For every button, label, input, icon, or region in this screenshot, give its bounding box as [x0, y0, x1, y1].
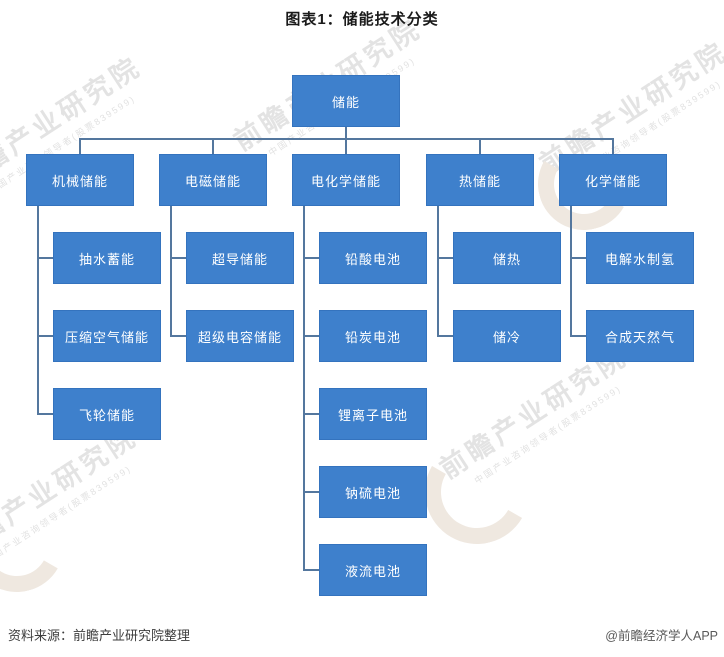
- connector-line: [345, 138, 347, 154]
- leaf-node: 铅酸电池: [319, 232, 427, 284]
- connector-line: [345, 127, 347, 138]
- branch-node: 电磁储能: [159, 154, 267, 206]
- leaf-node: 液流电池: [319, 544, 427, 596]
- connector-line: [37, 257, 53, 259]
- connector-line: [303, 413, 319, 415]
- leaf-node: 超导储能: [186, 232, 294, 284]
- connector-line: [37, 206, 39, 414]
- connector-line: [170, 257, 186, 259]
- connector-line: [612, 138, 614, 154]
- connector-line: [570, 257, 586, 259]
- figure-title: 图表1：储能技术分类: [285, 11, 439, 28]
- connector-line: [212, 138, 214, 154]
- leaf-node: 储冷: [453, 310, 561, 362]
- connector-line: [437, 257, 453, 259]
- leaf-node: 合成天然气: [586, 310, 694, 362]
- leaf-node: 抽水蓄能: [53, 232, 161, 284]
- connector-line: [437, 206, 439, 336]
- connector-line: [437, 335, 453, 337]
- connector-line: [303, 569, 319, 571]
- leaf-node: 飞轮储能: [53, 388, 161, 440]
- branch-node: 化学储能: [559, 154, 667, 206]
- connector-line: [170, 206, 172, 336]
- branch-node: 机械储能: [26, 154, 134, 206]
- source-note: 资料来源：前瞻产业研究院整理: [8, 628, 191, 643]
- connector-line: [37, 413, 53, 415]
- connector-line: [79, 138, 81, 154]
- connector-line: [570, 206, 572, 336]
- connector-line: [303, 335, 319, 337]
- connector-line: [303, 491, 319, 493]
- leaf-node: 超级电容储能: [186, 310, 294, 362]
- leaf-node: 铅炭电池: [319, 310, 427, 362]
- connector-line: [170, 335, 186, 337]
- connector-line: [303, 206, 305, 570]
- leaf-node: 电解水制氢: [586, 232, 694, 284]
- leaf-node: 钠硫电池: [319, 466, 427, 518]
- leaf-node: 压缩空气储能: [53, 310, 161, 362]
- branch-node: 电化学储能: [292, 154, 400, 206]
- credit-note: @前瞻经济学人APP: [605, 629, 718, 643]
- leaf-node: 储热: [453, 232, 561, 284]
- connector-line: [570, 335, 586, 337]
- leaf-node: 锂离子电池: [319, 388, 427, 440]
- connector-line: [37, 335, 53, 337]
- connector-line: [303, 257, 319, 259]
- root-node: 储能: [292, 75, 400, 127]
- branch-node: 热储能: [426, 154, 534, 206]
- connector-line: [479, 138, 481, 154]
